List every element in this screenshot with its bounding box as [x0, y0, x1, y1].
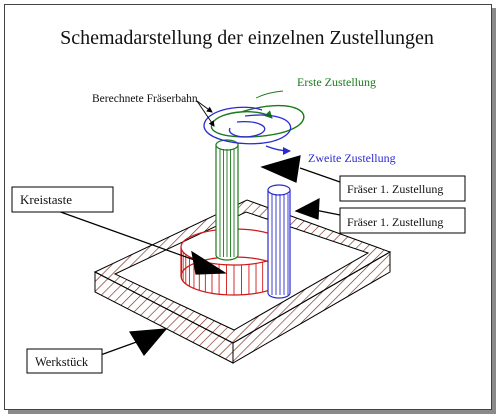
label-first-pass: Erste Zustellung	[297, 75, 376, 89]
label-tool-first: Fräser 1. Zustellung	[347, 182, 443, 196]
label-tool-second: Fräser 1. Zustellung	[347, 215, 443, 229]
label-werkstueck: Werkstück	[35, 355, 89, 369]
first-pass-path	[210, 90, 305, 138]
box-kreistaste: Kreistaste	[11, 186, 114, 213]
tool-first-pass	[215, 139, 239, 261]
tool-second-pass	[267, 184, 291, 299]
callout-arrows	[54, 155, 341, 358]
box-werkstueck: Werkstück	[26, 348, 103, 374]
label-second-pass: Zweite Zustellung	[308, 151, 396, 165]
label-kreistaste: Kreistaste	[20, 192, 72, 207]
leader-lines	[196, 100, 215, 127]
label-computed-path: Berechnete Fräserbahn	[92, 93, 198, 105]
page-title: Schemadarstellung der einzelnen Zustellu…	[60, 27, 434, 49]
box-tool-second: Fräser 1. Zustellung	[339, 207, 466, 234]
second-pass-path	[203, 106, 292, 155]
box-tool-first: Fräser 1. Zustellung	[339, 175, 466, 202]
